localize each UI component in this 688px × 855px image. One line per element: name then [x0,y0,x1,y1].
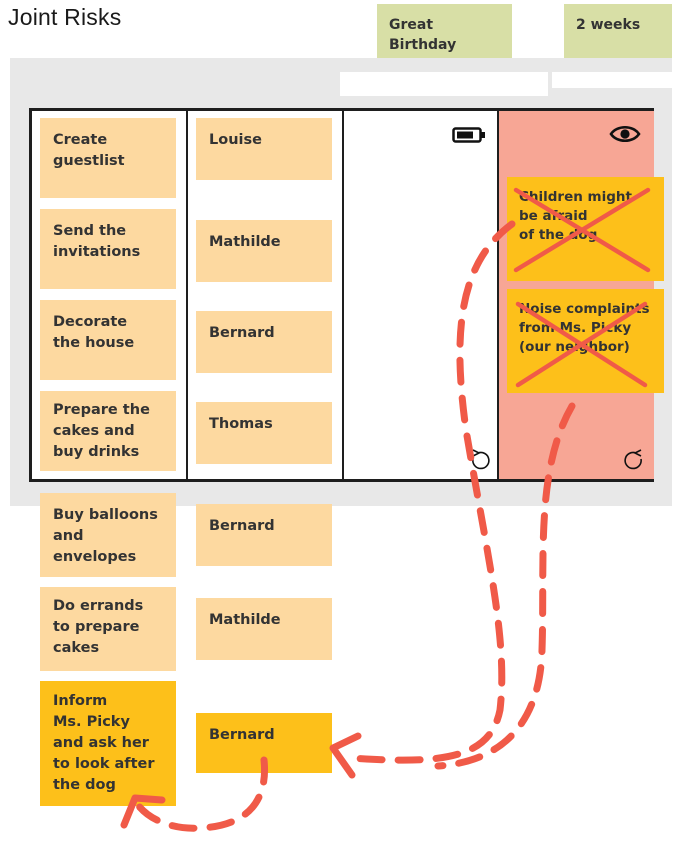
task-note[interactable]: Create guestlist [40,118,176,198]
dashed-arrow [134,756,269,832]
owner-note[interactable]: Thomas [196,402,332,464]
cross-out-mark [515,301,648,388]
undo-icon[interactable] [624,448,644,474]
owner-note[interactable]: Mathilde [196,220,332,282]
backlog-owner-note[interactable]: Bernard [196,504,332,566]
task-note[interactable]: Send the invitations [40,209,176,289]
cross-out-mark [513,187,651,273]
column-divider [497,111,499,479]
dashed-arrow [346,220,516,764]
backlog-owner-note[interactable]: Mathilde [196,598,332,660]
column-divider [186,111,188,479]
backlog-task-note[interactable]: Buy balloons and envelopes [40,493,176,577]
arrow-head [120,794,166,829]
owner-note[interactable]: Bernard [196,311,332,373]
owner-note[interactable]: Louise [196,118,332,180]
eye-icon[interactable] [609,123,641,149]
cross-out-marks [513,187,651,388]
page-title: Joint Risks [8,4,122,30]
column-header-tab [552,72,672,88]
backlog-task-note[interactable]: Do errands to prepare cakes [40,587,176,671]
dashed-arrow [434,402,576,770]
backlog-task-note[interactable]: Inform Ms. Picky and ask her to look aft… [40,681,176,806]
column-header-tab [340,72,548,96]
undo-icon[interactable] [470,448,490,474]
battery-icon [452,127,486,147]
arrow-head [329,732,362,779]
task-note[interactable]: Prepare the cakes and buy drinks [40,391,176,471]
task-note[interactable]: Decorate the house [40,300,176,380]
column-divider [342,111,344,479]
